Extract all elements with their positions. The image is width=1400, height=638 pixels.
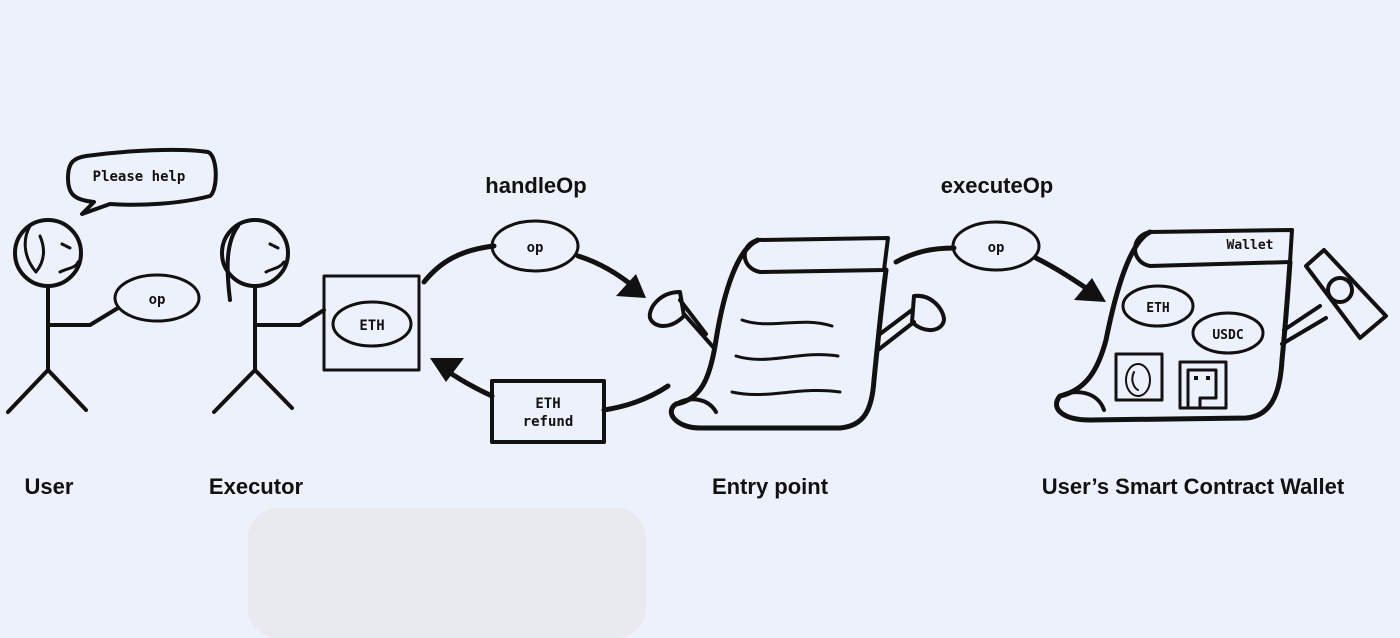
wallet-label: User’s Smart Contract Wallet [1042,474,1345,499]
entry-point-scroll-icon [647,236,946,431]
user-op-token: op [113,273,201,323]
handle-op-title: handleOp [485,173,586,198]
eth-stake-box: ETH [322,274,421,372]
wallet-eth-label: ETH [1146,301,1169,316]
speech-text: Please help [93,169,186,185]
speech-bubble: Please help [66,147,218,216]
refund-arrow [430,358,671,413]
wallet-usdc-label: USDC [1212,328,1243,343]
erc4337-flow-diagram: Please help op ETH handleOp op [6,147,1388,499]
eth-stake-label: ETH [359,318,384,334]
user-label: User [25,474,74,499]
user-op-label: op [149,292,166,308]
executor-stick-figure [212,218,326,414]
handle-op-arrow [421,243,646,298]
smart-contract-wallet-icon: Wallet ETH USDC [1054,228,1388,423]
handle-op-token-label: op [527,240,544,256]
eth-refund-box: ETH refund [490,379,606,444]
execute-op-arrow [893,245,1106,302]
diagram-stage: Please help op ETH handleOp op [6,147,1388,638]
wallet-title: Wallet [1227,238,1274,253]
overlay-card [248,508,646,638]
refund-line-1: ETH [535,396,560,412]
execute-op-title: executeOp [941,173,1054,198]
entry-point-label: Entry point [712,474,829,499]
execute-op-token-label: op [988,240,1005,256]
executor-label: Executor [209,474,304,499]
execute-op-token: op [951,220,1041,272]
refund-line-2: refund [523,414,574,430]
user-stick-figure [6,218,120,414]
handle-op-token: op [490,219,580,273]
